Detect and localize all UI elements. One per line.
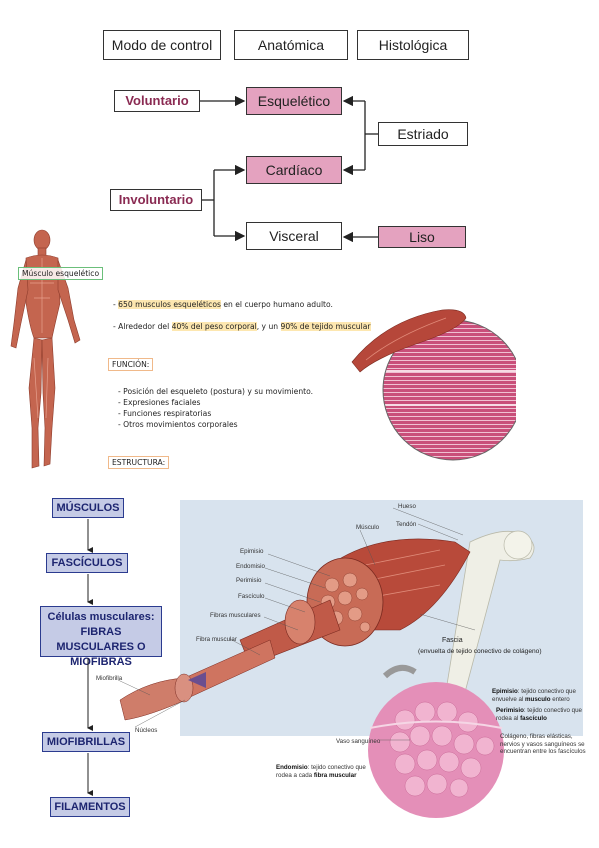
skeletal-box: Esquelético	[246, 87, 342, 115]
function-item: - Expresiones faciales	[118, 398, 201, 407]
level-filaments: FILAMENTOS	[50, 797, 130, 817]
endomysium-term-2: fibra muscular	[313, 771, 357, 779]
label-muscle: Músculo	[356, 524, 380, 531]
label-fascia-description: (envuelta de tejido conectivo de colágen…	[418, 648, 542, 655]
label-endomysium: Endomisio	[236, 563, 265, 570]
classification-arrows	[200, 95, 378, 243]
striated-box: Estriado	[378, 122, 468, 146]
fact1-suffix: en el cuerpo humano adulto.	[220, 300, 333, 309]
muscle-anatomy-illustration	[117, 500, 583, 818]
voluntary-box: Voluntario	[114, 90, 200, 112]
fact2-highlight-1: 40% del peso corporal	[171, 322, 257, 331]
label-muscle-fibers: Fibras musculares	[210, 612, 261, 619]
epimysium-description: Epimisio: tejido conectivo que envuelve …	[492, 688, 588, 703]
cardiac-box: Cardíaco	[246, 156, 342, 184]
level-muscle-fibers: Células musculares: FIBRAS MUSCULARES O …	[40, 606, 162, 668]
label-perimysium: Perimisio	[236, 577, 262, 584]
visceral-box: Visceral	[246, 222, 342, 250]
perimysium-term-2: fascículo	[520, 714, 547, 722]
header-control-mode: Modo de control	[103, 30, 221, 60]
level-muscles: MÚSCULOS	[52, 498, 124, 518]
smooth-box: Liso	[378, 226, 466, 248]
perimysium-text: : tejido conectivo que rodea al	[496, 707, 582, 722]
human-muscle-figure	[10, 229, 81, 469]
hierarchy-arrows	[87, 519, 93, 796]
header-anatomic: Anatómica	[234, 30, 348, 60]
endomysium-text: : tejido conectivo que rodea a cada	[276, 764, 366, 779]
label-myofibril: Miofibrilla	[96, 675, 123, 682]
function-item: - Otros movimientos corporales	[118, 420, 238, 429]
fact1-highlight: 650 musculos esqueléticos	[118, 300, 221, 309]
label-tendon: Tendón	[396, 521, 417, 528]
label-blood-vessel: Vaso sanguíneo	[336, 738, 381, 745]
fact1-prefix: -	[113, 300, 119, 309]
label-muscle-fiber: Fibra muscular	[196, 636, 237, 643]
function-item: - Posición del esqueleto (postura) y su …	[118, 387, 314, 396]
fact2-middle: , y un	[256, 322, 281, 331]
endomysium-term: Endomisio	[276, 764, 308, 771]
epimysium-text: : tejido conectivo que envuelve al	[492, 688, 576, 703]
collagen-description: Colágeno, fibras elásticas, nervios y va…	[500, 733, 586, 755]
header-histologic: Histológica	[357, 30, 469, 60]
fact2-highlight-2: 90% de tejido muscular	[280, 322, 371, 331]
level-myofibrils: MIOFIBRILLAS	[42, 732, 130, 752]
function-item: - Funciones respiratorias	[118, 409, 212, 418]
skeletal-muscle-tag: Músculo esquelético	[18, 267, 104, 280]
perimysium-term: Perimisio	[496, 707, 524, 714]
epimysium-text-2: entero	[550, 695, 570, 703]
label-nuclei: Núcleos	[135, 727, 158, 734]
involuntary-box: Involuntario	[110, 189, 202, 211]
perimysium-description: Perimisio: tejido conectivo que rodea al…	[496, 707, 586, 722]
endomysium-description: Endomisio: tejido conectivo que rodea a …	[276, 764, 376, 779]
fact2-prefix: - Alrededor del	[113, 322, 172, 331]
label-fascicle: Fascículo	[238, 593, 265, 600]
striated-micrograph	[351, 309, 516, 461]
epimysium-term: Epimisio	[492, 688, 518, 695]
structure-title: ESTRUCTURA:	[108, 456, 170, 469]
label-epimysium: Epimisio	[240, 548, 264, 555]
level-fascicles: FASCÍCULOS	[46, 553, 128, 573]
fact-650-muscles: - 650 musculos esqueléticos en el cuerpo…	[113, 300, 333, 309]
label-fascia: Fascia	[442, 637, 463, 644]
label-bone: Hueso	[398, 503, 416, 510]
epimysium-term-2: musculo	[525, 695, 551, 703]
function-title: FUNCIÓN:	[108, 358, 154, 371]
fact-body-weight: - Alrededor del 40% del peso corporal, y…	[113, 322, 371, 331]
